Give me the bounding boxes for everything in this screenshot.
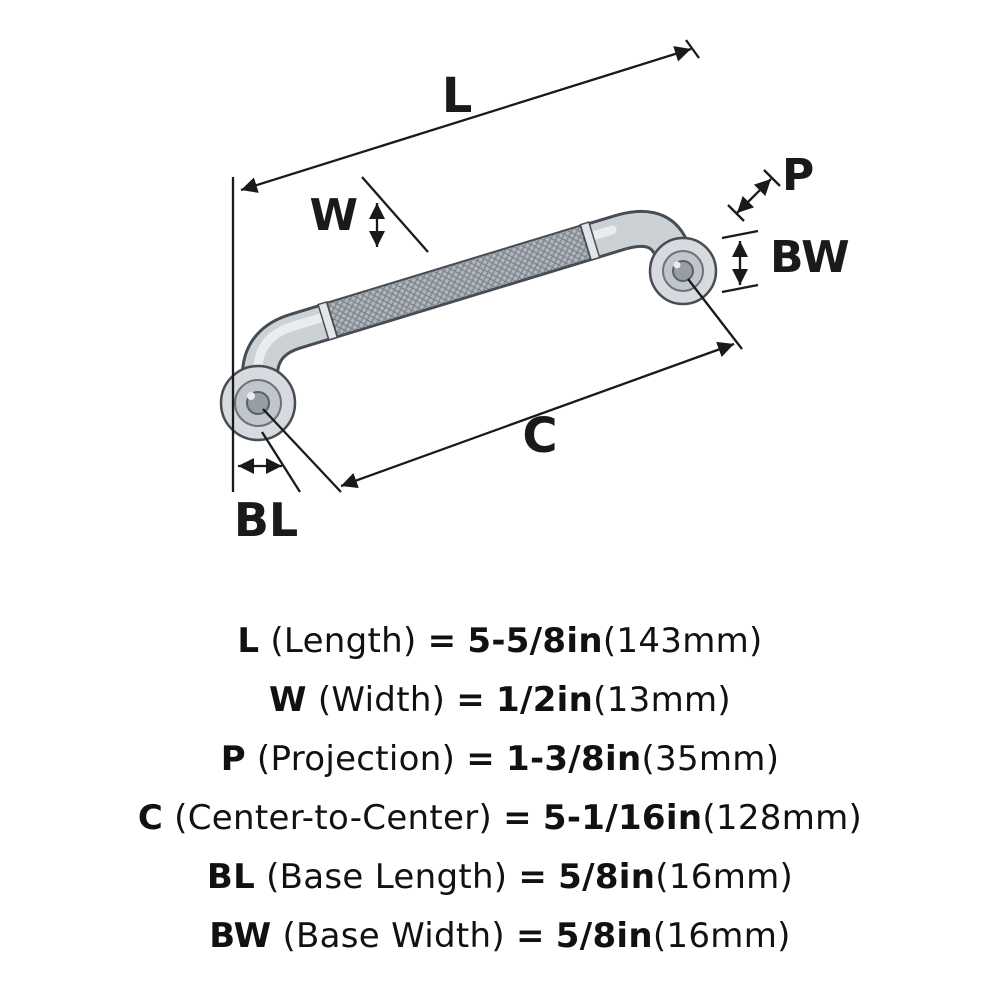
tick-basewidth-top <box>721 229 759 240</box>
spec-row-base-length: BL(Base Length)=5/8in(16mm) <box>0 848 1000 907</box>
spec-label: (Base Width) <box>282 916 505 956</box>
spec-metric: (16mm) <box>652 916 791 956</box>
dim-label-width: W <box>309 190 358 241</box>
spec-label: (Width) <box>317 680 446 720</box>
spec-metric: (16mm) <box>655 857 794 897</box>
extension-line-center-right <box>687 278 743 350</box>
dimension-lines <box>231 39 781 493</box>
spec-abbr: C <box>137 798 164 838</box>
spec-row-width: W(Width)=1/2in(13mm) <box>0 671 1000 730</box>
left-base-highlight <box>247 392 255 400</box>
grip-texture <box>325 224 592 338</box>
spec-row-length: L(Length)=5-5/8in(143mm) <box>0 612 1000 671</box>
spec-row-center-to-center: C(Center-to-Center)=5-1/16in(128mm) <box>0 789 1000 848</box>
spec-row-base-width: BW(Base Width)=5/8in(16mm) <box>0 907 1000 966</box>
spec-equals: = <box>518 857 548 897</box>
right-base-highlight <box>673 261 681 269</box>
dim-label-basewidth: BW <box>770 232 850 283</box>
dim-label-baselength: BL <box>234 493 298 547</box>
spec-value: 5/8in <box>555 916 653 956</box>
spec-value: 1-3/8in <box>505 739 642 779</box>
spec-label: (Length) <box>270 621 417 661</box>
dim-label-projection: P <box>782 150 814 201</box>
spec-equals: = <box>466 739 495 779</box>
dim-label-center: C <box>522 408 557 464</box>
spec-metric: (13mm) <box>593 680 731 720</box>
spec-abbr: BL <box>206 857 256 897</box>
dimension-diagram: L W P BW C BL <box>219 39 850 547</box>
spec-metric: (143mm) <box>602 621 763 661</box>
spec-label: (Base Length) <box>266 857 508 897</box>
spec-abbr: P <box>220 739 246 779</box>
tick-length-end <box>685 39 700 59</box>
tick-projection-far <box>763 169 781 187</box>
extension-line-width <box>361 176 429 253</box>
pull-handle <box>219 209 718 442</box>
dim-line-center <box>340 341 735 489</box>
spec-value: 1/2in <box>496 680 594 720</box>
spec-equals: = <box>515 916 545 956</box>
dim-arrow-projection <box>736 178 772 214</box>
spec-equals: = <box>427 621 457 661</box>
spec-row-projection: P(Projection)=1-3/8in(35mm) <box>0 730 1000 789</box>
right-base <box>648 236 718 306</box>
knurled-grip <box>317 221 601 341</box>
spec-label: (Center-to-Center) <box>174 798 493 838</box>
dim-label-length: L <box>442 68 473 124</box>
spec-metric: (35mm) <box>641 739 780 779</box>
spec-abbr: W <box>269 680 307 720</box>
spec-metric: (128mm) <box>702 798 863 838</box>
spec-abbr: BW <box>209 916 272 956</box>
spec-abbr: L <box>237 621 260 661</box>
extension-line-center-left <box>262 408 342 493</box>
left-base <box>219 364 297 442</box>
tick-basewidth-bottom <box>721 283 759 294</box>
spec-value: 5-5/8in <box>467 621 603 661</box>
tick-projection-near <box>727 204 745 222</box>
spec-label: (Projection) <box>256 739 456 779</box>
dim-line-length <box>240 46 692 193</box>
spec-equals: = <box>503 798 532 838</box>
spec-value: 5/8in <box>558 857 656 897</box>
spec-value: 5-1/16in <box>542 798 703 838</box>
spec-list: L(Length)=5-5/8in(143mm) W(Width)=1/2in(… <box>0 612 1000 966</box>
spec-equals: = <box>456 680 486 720</box>
